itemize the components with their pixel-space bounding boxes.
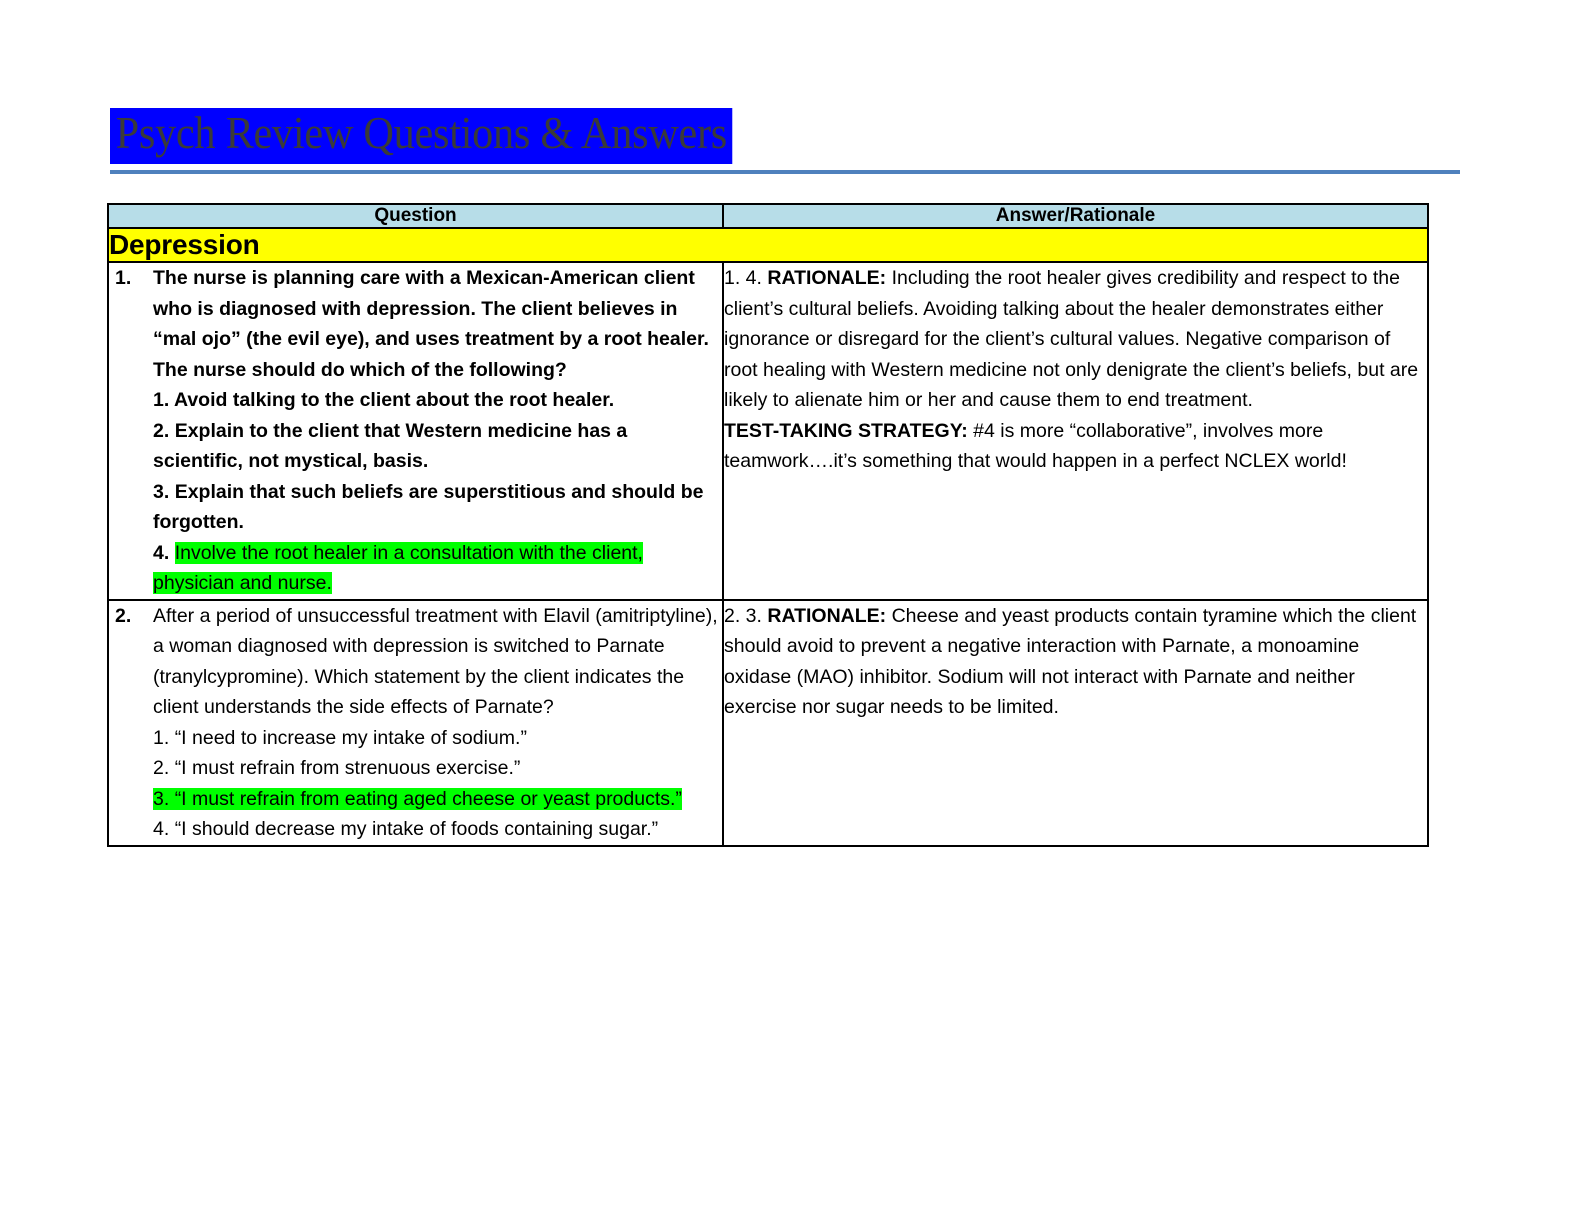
table-row: 1. The nurse is planning care with a Mex… xyxy=(107,261,1429,601)
option-text-highlighted-2: “I must refrain from eating aged cheese … xyxy=(174,787,682,810)
answer-rationale-paragraph-1: 1. 4. RATIONALE: Including the root heal… xyxy=(724,263,1427,416)
answer-key-2: 2. 3. xyxy=(724,604,762,627)
document-title-block: Psych Review Questions & Answers xyxy=(110,108,1462,164)
question-number-2: 2. xyxy=(115,604,132,627)
column-header-question: Question xyxy=(107,203,724,229)
option-number: 2. xyxy=(153,419,170,442)
question-options-1: 1. Avoid talking to the client about the… xyxy=(153,385,722,599)
question-cell-1: 1. The nurse is planning care with a Mex… xyxy=(107,261,724,601)
option-text: “I need to increase my intake of sodium.… xyxy=(174,726,527,749)
rationale-label-2: RATIONALE: xyxy=(767,604,887,627)
option-item: 1. Avoid talking to the client about the… xyxy=(153,385,722,416)
option-item-correct: 3. “I must refrain from eating aged chee… xyxy=(153,784,722,815)
title-underline-rule xyxy=(110,170,1460,174)
question-stem-1: The nurse is planning care with a Mexica… xyxy=(153,267,709,381)
answer-key-1: 1. 4. xyxy=(724,267,762,289)
option-text-highlighted: Involve the root healer in a consultatio… xyxy=(153,541,643,594)
answer-rationale-paragraph-2: 2. 3. RATIONALE: Cheese and yeast produc… xyxy=(724,601,1427,723)
question-cell-2: 2. After a period of unsuccessful treatm… xyxy=(107,598,724,847)
option-item: 2. Explain to the client that Western me… xyxy=(153,416,722,477)
section-banner-cell: Depression xyxy=(107,227,1429,263)
question-number-1: 1. xyxy=(115,267,132,289)
option-number: 1. xyxy=(153,389,170,411)
option-number: 1. xyxy=(153,726,170,749)
option-number-highlighted: 3. xyxy=(153,787,170,810)
option-text: Explain that such beliefs are superstiti… xyxy=(153,480,704,534)
rationale-text-2: Cheese and yeast products contain tyrami… xyxy=(724,604,1417,719)
page-title: Psych Review Questions & Answers xyxy=(110,108,733,164)
answer-body-1: 1. 4. RATIONALE: Including the root heal… xyxy=(724,263,1427,477)
document-title-line: Psych Review Questions & Answers xyxy=(110,108,1462,164)
column-header-answer-rationale: Answer/Rationale xyxy=(722,203,1429,229)
question-stem-2: After a period of unsuccessful treatment… xyxy=(153,604,718,719)
option-text-highlighted xyxy=(169,787,175,810)
strategy-text-1: #4 is more “collaborative”, involves mor… xyxy=(724,419,1347,473)
option-number: 4. xyxy=(153,818,170,840)
option-number: 4. xyxy=(153,541,170,564)
option-text: “I must refrain from strenuous exercise.… xyxy=(174,757,521,779)
answer-strategy-paragraph-1: TEST-TAKING STRATEGY: #4 is more “collab… xyxy=(724,416,1427,477)
question-body-1: The nurse is planning care with a Mexica… xyxy=(153,263,722,599)
table-row: 2. After a period of unsuccessful treatm… xyxy=(107,598,1429,847)
option-item: 4. “I should decrease my intake of foods… xyxy=(153,814,722,845)
qa-table: Question Answer/Rationale Depression 1. … xyxy=(107,203,1429,847)
option-text: Avoid talking to the client about the ro… xyxy=(173,389,615,411)
option-text: Explain to the client that Western medic… xyxy=(153,419,628,473)
option-item: 2. “I must refrain from strenuous exerci… xyxy=(153,753,722,784)
rationale-text-1: Including the root healer gives credibil… xyxy=(724,267,1419,411)
option-item: 1. “I need to increase my intake of sodi… xyxy=(153,723,722,754)
option-number: 3. xyxy=(153,480,170,503)
option-text: “I should decrease my intake of foods co… xyxy=(174,818,659,840)
option-item: 3. Explain that such beliefs are superst… xyxy=(153,477,722,538)
option-item-correct: 4. Involve the root healer in a consulta… xyxy=(153,538,722,599)
question-body-2: After a period of unsuccessful treatment… xyxy=(153,601,722,845)
answer-cell-2: 2. 3. RATIONALE: Cheese and yeast produc… xyxy=(722,598,1429,847)
answer-body-2: 2. 3. RATIONALE: Cheese and yeast produc… xyxy=(724,601,1427,723)
rationale-label-1: RATIONALE: xyxy=(767,267,887,289)
option-number: 2. xyxy=(153,757,170,779)
section-title-depression: Depression xyxy=(109,229,260,260)
table-header-row: Question Answer/Rationale xyxy=(107,203,1429,229)
question-options-2: 1. “I need to increase my intake of sodi… xyxy=(153,723,722,845)
answer-cell-1: 1. 4. RATIONALE: Including the root heal… xyxy=(722,261,1429,601)
section-banner-row: Depression xyxy=(107,227,1429,263)
strategy-label-1: TEST-TAKING STRATEGY: xyxy=(724,419,968,442)
